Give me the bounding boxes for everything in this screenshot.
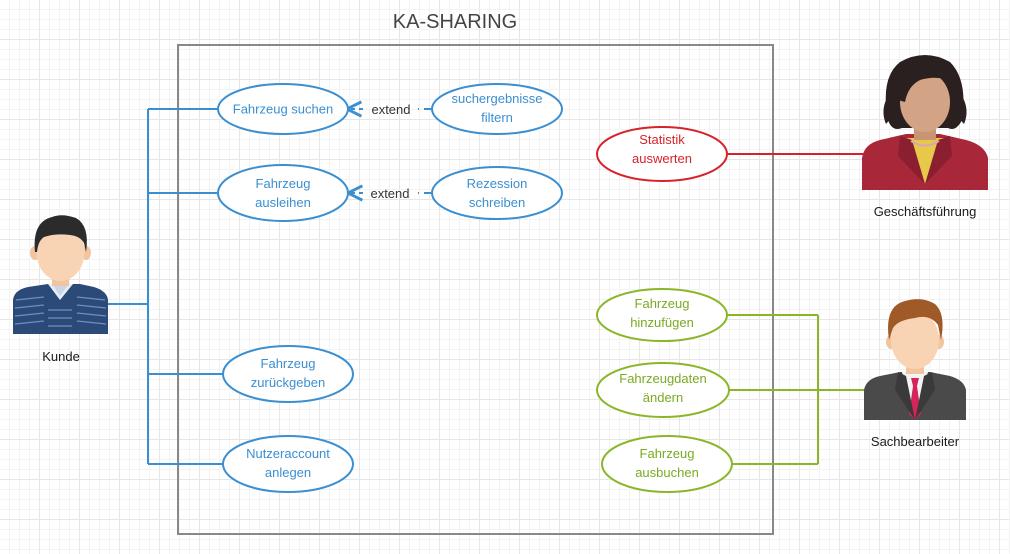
extend-label: extend — [370, 186, 409, 201]
use-case-evaluate-statistics[interactable]: Statistik auswerten — [596, 126, 728, 182]
use-case-label-line2: ausbuchen — [635, 465, 699, 480]
use-case-search-vehicle[interactable]: Fahrzeug suchen — [217, 83, 349, 135]
diagram-title: KA-SHARING — [393, 11, 517, 33]
use-case-add-vehicle[interactable]: Fahrzeug hinzufügen — [596, 288, 728, 342]
management-person-icon — [862, 55, 988, 190]
customer-associations — [105, 108, 227, 465]
use-case-label-line1: Fahrzeug — [640, 446, 695, 461]
use-case-label-line2: filtern — [481, 110, 513, 125]
actor-clerk[interactable]: Sachbearbeiter — [864, 299, 966, 449]
actor-label: Sachbearbeiter — [871, 434, 960, 449]
use-case-label-line1: Fahrzeug — [256, 176, 311, 191]
use-case-label-line1: Fahrzeug — [635, 296, 690, 311]
use-case-label-line1: suchergebnisse — [451, 91, 542, 106]
actor-customer[interactable]: Kunde — [13, 215, 108, 364]
use-case-create-account[interactable]: Nutzeraccount anlegen — [222, 435, 354, 493]
use-case-write-review[interactable]: Rezession schreiben — [431, 166, 563, 220]
customer-person-icon — [13, 215, 108, 334]
actor-management[interactable]: Geschäftsführung — [862, 55, 988, 219]
use-case-label-line2: zurückgeben — [251, 375, 325, 390]
use-case-filter-results[interactable]: suchergebnisse filtern — [431, 83, 563, 135]
extend-relation-1: extend — [347, 102, 432, 117]
actor-label: Kunde — [42, 349, 80, 364]
use-case-label-line2: schreiben — [469, 195, 525, 210]
extend-label: extend — [371, 102, 410, 117]
use-case-book-out-vehicle[interactable]: Fahrzeug ausbuchen — [601, 435, 733, 493]
use-case-label-line2: hinzufügen — [630, 315, 694, 330]
use-case-return-vehicle[interactable]: Fahrzeug zurückgeben — [222, 345, 354, 403]
use-case-label-line2: auswerten — [632, 151, 692, 166]
use-case-label-line2: ändern — [643, 390, 683, 405]
use-case-label-line1: Statistik — [639, 132, 685, 147]
clerk-associations — [727, 314, 866, 465]
use-case-label: Fahrzeug suchen — [233, 102, 333, 117]
actor-label: Geschäftsführung — [874, 204, 977, 219]
clerk-person-icon — [864, 299, 966, 420]
use-case-label-line1: Fahrzeug — [261, 356, 316, 371]
system-boundary — [177, 44, 774, 535]
use-case-label-line1: Nutzeraccount — [246, 446, 330, 461]
extend-relation-2: extend — [348, 186, 432, 201]
use-case-rent-vehicle[interactable]: Fahrzeug ausleihen — [217, 164, 349, 222]
use-case-edit-vehicle-data[interactable]: Fahrzeugdaten ändern — [596, 362, 730, 418]
use-case-label-line1: Rezession — [467, 176, 528, 191]
use-case-label-line2: ausleihen — [255, 195, 311, 210]
use-case-label-line1: Fahrzeugdaten — [619, 371, 706, 386]
use-case-label-line2: anlegen — [265, 465, 311, 480]
